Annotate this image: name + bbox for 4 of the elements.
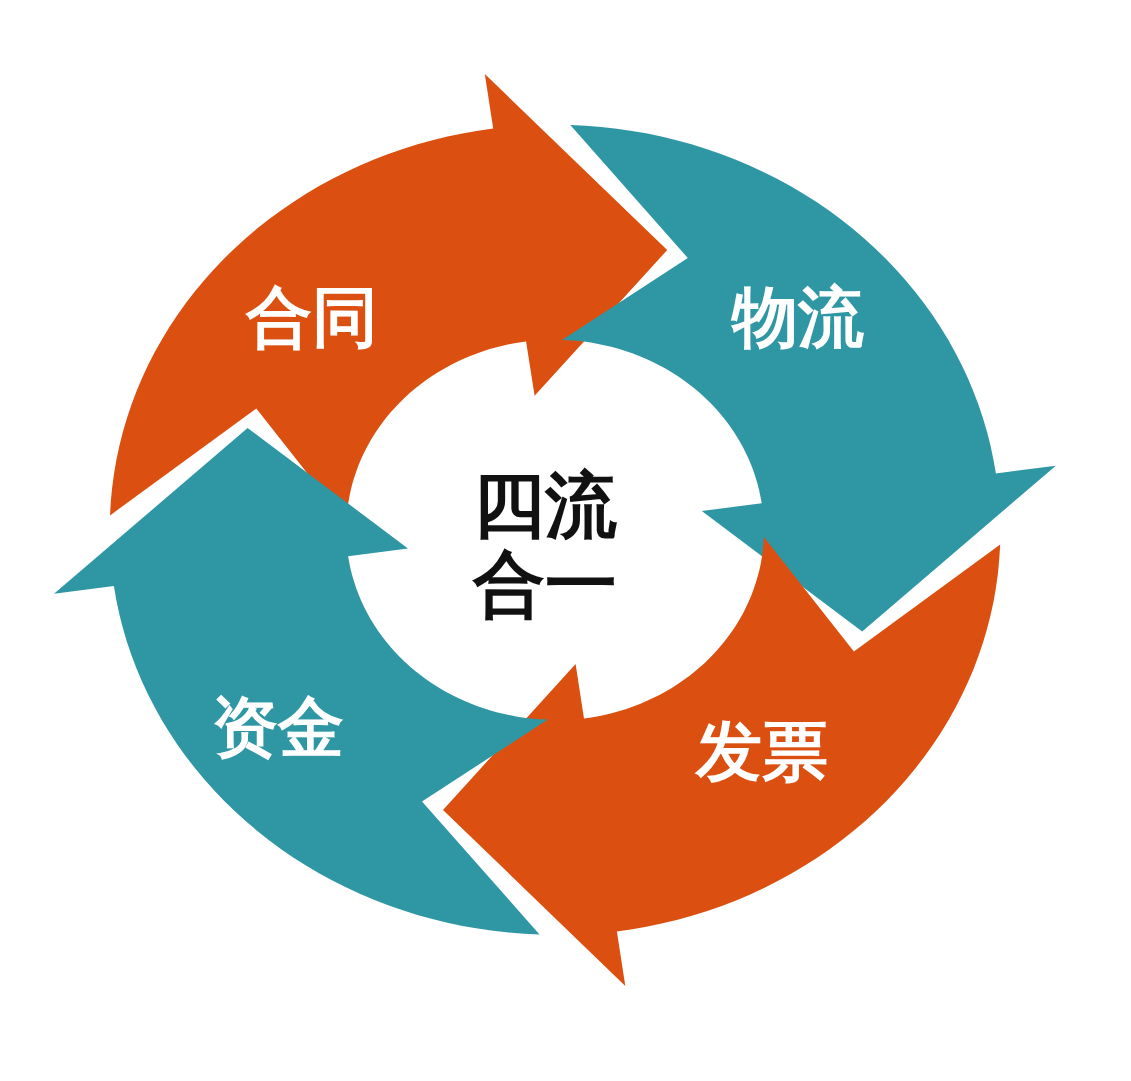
arrow-label: 资金 <box>212 695 344 761</box>
arrow-label: 合同 <box>246 285 378 351</box>
center-title: 四流合一 <box>471 465 618 625</box>
arrow-label: 发票 <box>696 719 828 785</box>
